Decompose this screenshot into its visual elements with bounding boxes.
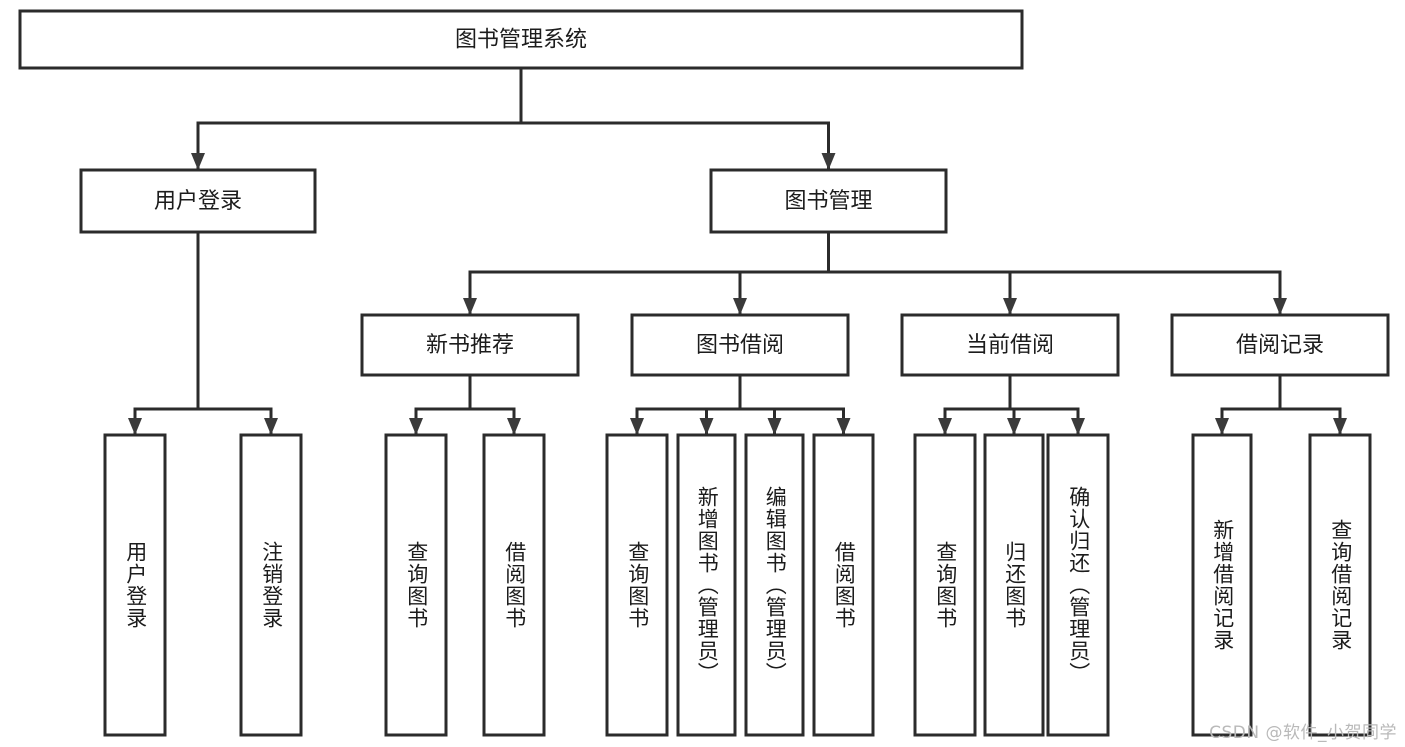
- level3-node-0[interactable]: 新书推荐: [360, 313, 580, 377]
- books-to-level3-arrow-2: [1003, 298, 1017, 315]
- level3-0-to-leaves-arrow-0: [409, 418, 423, 435]
- level3-node-1-label: 图书借阅: [696, 333, 784, 358]
- level3-node-0-label: 新书推荐: [426, 333, 514, 358]
- leaf-node-6-box: [744, 433, 805, 737]
- leaf-node-5-box: [676, 433, 737, 737]
- level3-0-to-leaves-arrow-1: [507, 418, 521, 435]
- leaf-node-1[interactable]: [239, 433, 303, 737]
- level3-2-to-leaves-arrow-1: [1007, 418, 1021, 435]
- level2-node-0[interactable]: 用户登录: [79, 168, 317, 234]
- level2-node-1-box: [709, 168, 948, 234]
- root-node-label: 图书管理系统: [455, 28, 587, 53]
- books-to-level3-arrow-1: [733, 298, 747, 315]
- level2-node-0-box: [79, 168, 317, 234]
- level3-node-1[interactable]: 图书借阅: [630, 313, 850, 377]
- leaf-node-6[interactable]: [744, 433, 805, 737]
- books-to-level3-arrow-0: [463, 298, 477, 315]
- level3-1-to-leaves-arrow-0: [630, 418, 644, 435]
- level3-node-2-box: [900, 313, 1120, 377]
- level2-node-0-label: 用户登录: [154, 189, 242, 214]
- leaf-node-3-box: [482, 433, 546, 737]
- leaf-node-4-box: [605, 433, 669, 737]
- leaf-node-9[interactable]: [983, 433, 1045, 737]
- leaf-node-2[interactable]: [384, 433, 448, 737]
- level3-node-3-box: [1170, 313, 1390, 377]
- level3-node-0-box: [360, 313, 580, 377]
- leaf-node-11-box: [1191, 433, 1253, 737]
- leaf-node-9-box: [983, 433, 1045, 737]
- level3-1-to-leaves-arrow-2: [767, 418, 782, 435]
- books-to-level3-arrow-3: [1273, 298, 1287, 315]
- level3-node-3[interactable]: 借阅记录: [1170, 313, 1390, 377]
- leaf-node-7[interactable]: [812, 433, 875, 737]
- leaf-node-10-box: [1046, 433, 1110, 737]
- level3-node-2[interactable]: 当前借阅: [900, 313, 1120, 377]
- level2-node-1-label: 图书管理: [784, 189, 872, 214]
- level3-node-1-box: [630, 313, 850, 377]
- level3-3-to-leaves-arrow-1: [1333, 418, 1347, 435]
- leaf-node-3[interactable]: [482, 433, 546, 737]
- user-to-leaves-arrow-0: [128, 418, 142, 435]
- level3-2-to-leaves-arrow-0: [938, 418, 952, 435]
- level3-2-to-leaves-arrow-2: [1071, 418, 1085, 435]
- level3-1-to-leaves-arrow-3: [836, 418, 851, 435]
- leaf-node-1-box: [239, 433, 303, 737]
- leaf-node-0-box: [103, 433, 167, 737]
- leaf-node-12[interactable]: [1308, 433, 1372, 737]
- root-node[interactable]: 图书管理系统: [18, 9, 1024, 70]
- leaf-node-7-box: [812, 433, 875, 737]
- leaf-node-12-box: [1308, 433, 1372, 737]
- root-node-box: [18, 9, 1024, 70]
- watermark-text: CSDN @软件_小贺同学: [1209, 723, 1397, 743]
- level3-3-to-leaves-arrow-0: [1215, 418, 1229, 435]
- leaf-node-0[interactable]: [103, 433, 167, 737]
- root-to-level2-arrow-1: [821, 153, 836, 170]
- leaf-node-8-box: [913, 433, 977, 737]
- level3-1-to-leaves-arrow-1: [699, 418, 714, 435]
- leaf-node-8[interactable]: [913, 433, 977, 737]
- user-to-leaves-arrow-1: [264, 418, 278, 435]
- connector-edges: [128, 66, 1347, 435]
- root-to-level2-arrow-0: [191, 153, 205, 170]
- leaf-node-5[interactable]: [676, 433, 737, 737]
- level3-node-2-label: 当前借阅: [966, 333, 1054, 358]
- leaf-node-11[interactable]: [1191, 433, 1253, 737]
- leaf-node-2-box: [384, 433, 448, 737]
- level2-node-1[interactable]: 图书管理: [709, 168, 948, 234]
- leaf-node-10[interactable]: [1046, 433, 1110, 737]
- level3-node-3-label: 借阅记录: [1236, 333, 1324, 358]
- leaf-node-4[interactable]: [605, 433, 669, 737]
